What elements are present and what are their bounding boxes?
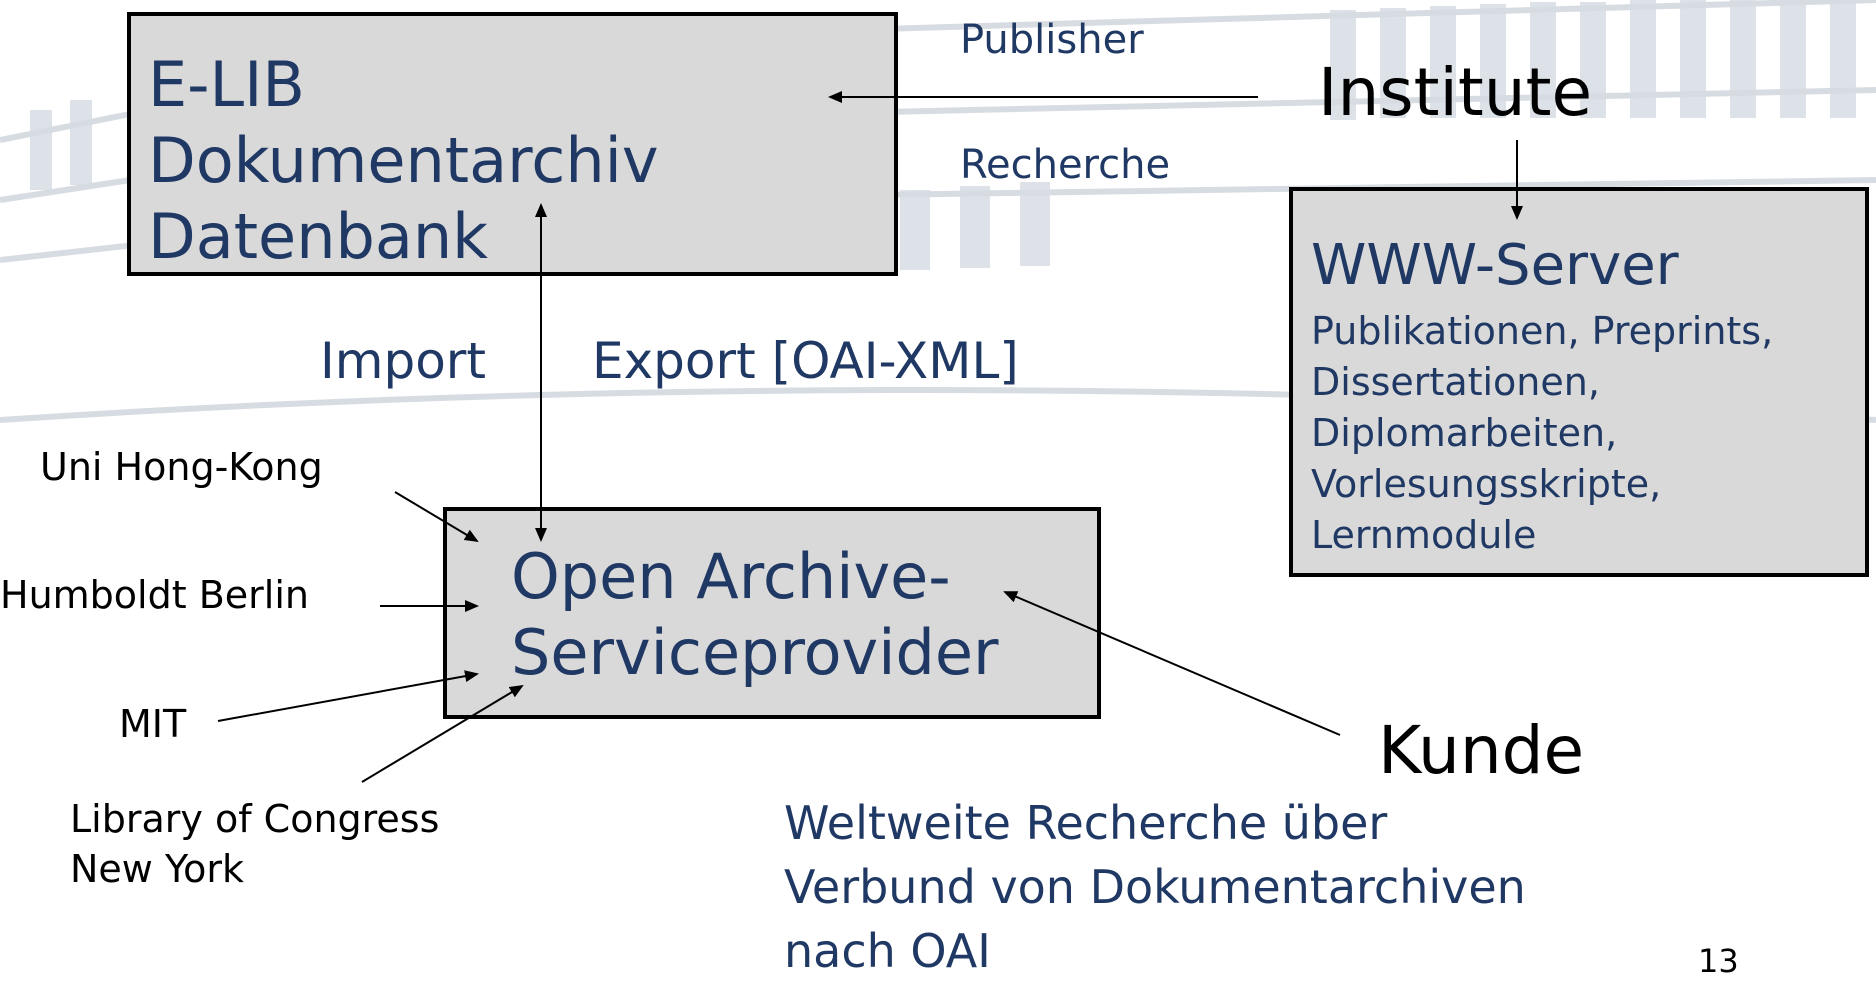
www-server-box [1289,187,1869,577]
export-label: Export [OAI-XML] [592,332,1019,390]
source-mit: MIT [119,702,187,746]
elib-database-label: Datenbank [148,200,489,273]
www-server-item: Vorlesungsskripte, [1311,462,1662,506]
caption-line-1: Weltweite Recherche über [784,796,1388,850]
elib-subtitle: Dokumentarchiv [148,124,659,197]
kunde-label: Kunde [1378,712,1585,789]
page-number: 13 [1698,942,1739,980]
institute-label: Institute [1318,54,1593,131]
library-of-congress-arrow [361,684,524,783]
www-server-item: Lernmodule [1311,513,1537,557]
caption-line-3: nach OAI [784,924,991,978]
open-archive-serviceprovider-box [443,507,1101,719]
www-server-item: Dissertationen, [1311,360,1600,404]
elib-title: E-LIB [148,48,305,121]
www-server-item: Diplomarbeiten, [1311,411,1618,455]
import-label: Import [320,332,486,390]
mit-arrow [217,670,479,722]
www-server-item: Publikationen, Preprints, [1311,309,1774,353]
source-humboldt-berlin: Humboldt Berlin [0,573,309,617]
elib-archive-box [127,12,898,276]
open-archive-title: Open Archive- [511,540,951,613]
caption-line-2: Verbund von Dokumentarchiven [784,860,1526,914]
www-server-title: WWW-Server [1311,233,1679,298]
source-library-of-congress: Library of Congress [70,797,440,841]
publisher-label: Publisher [960,17,1144,63]
source-uni-hong-kong: Uni Hong-Kong [40,445,323,489]
source-new-york: New York [70,847,245,891]
kunde-arrow [1003,591,1341,736]
recherche-label: Recherche [960,142,1171,188]
serviceprovider-title: Serviceprovider [511,616,999,689]
hong-kong-arrow [394,491,479,543]
www-server-content-list: Publikationen, Preprints, Dissertationen… [1311,306,1773,561]
